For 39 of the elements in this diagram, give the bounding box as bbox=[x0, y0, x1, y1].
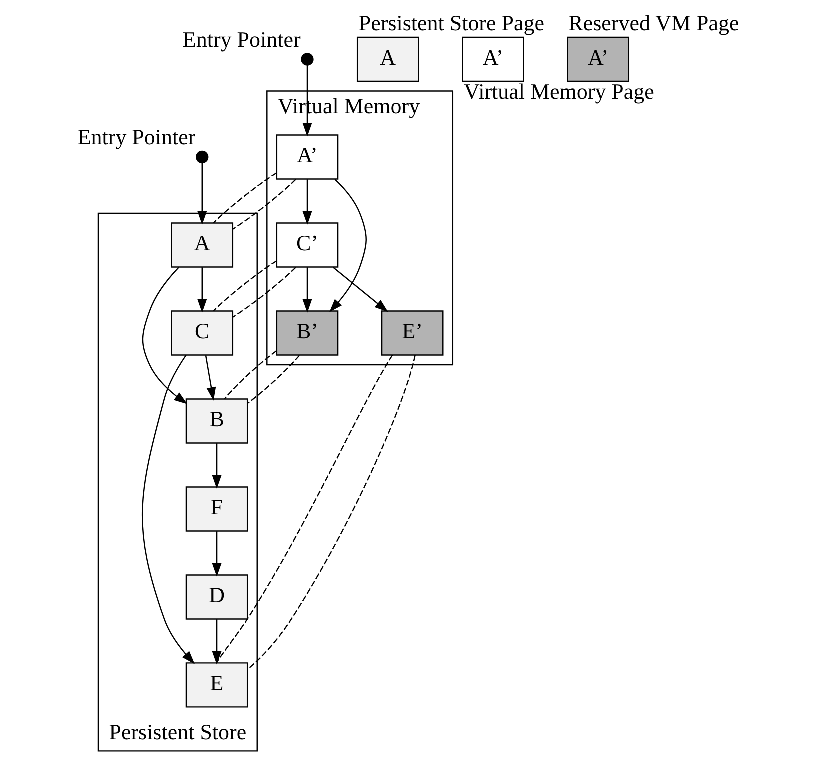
arrow bbox=[198, 268, 208, 313]
node-circle bbox=[301, 53, 314, 66]
node-box: C bbox=[171, 310, 234, 356]
node-label: Entry Pointer bbox=[182, 26, 301, 52]
arrow bbox=[142, 355, 196, 664]
connector bbox=[213, 172, 278, 224]
connector bbox=[216, 354, 394, 664]
arrow bbox=[330, 179, 367, 312]
connector bbox=[232, 179, 296, 230]
arrow bbox=[212, 532, 222, 577]
node-box: F bbox=[186, 486, 248, 532]
connector bbox=[247, 355, 416, 670]
arrow bbox=[198, 163, 208, 225]
node-box: A’ bbox=[567, 36, 630, 82]
arrow bbox=[212, 620, 222, 665]
connector bbox=[224, 350, 278, 400]
node-label: Reserved VM Page bbox=[568, 10, 740, 36]
arrow bbox=[302, 268, 312, 313]
node-box: E’ bbox=[381, 310, 444, 356]
node-box: B bbox=[186, 398, 248, 444]
connector bbox=[247, 355, 300, 404]
arrow bbox=[142, 267, 188, 404]
node-box: D bbox=[186, 574, 248, 620]
node-box: B’ bbox=[276, 310, 339, 356]
arrow bbox=[205, 355, 216, 401]
node-label: Persistent Store Page bbox=[358, 10, 544, 36]
node-box: A’ bbox=[276, 134, 339, 180]
connector bbox=[232, 267, 296, 318]
node-box: A bbox=[356, 36, 420, 82]
node-box: C’ bbox=[276, 222, 339, 268]
node-circle bbox=[196, 150, 209, 164]
node-box: A’ bbox=[462, 36, 524, 82]
arrow bbox=[212, 444, 222, 489]
node-label: Entry Pointer bbox=[78, 124, 196, 150]
connector bbox=[213, 260, 278, 312]
arrow bbox=[333, 267, 388, 312]
arrow bbox=[302, 180, 312, 225]
node-box: A bbox=[171, 222, 234, 268]
node-box: E bbox=[186, 662, 248, 708]
